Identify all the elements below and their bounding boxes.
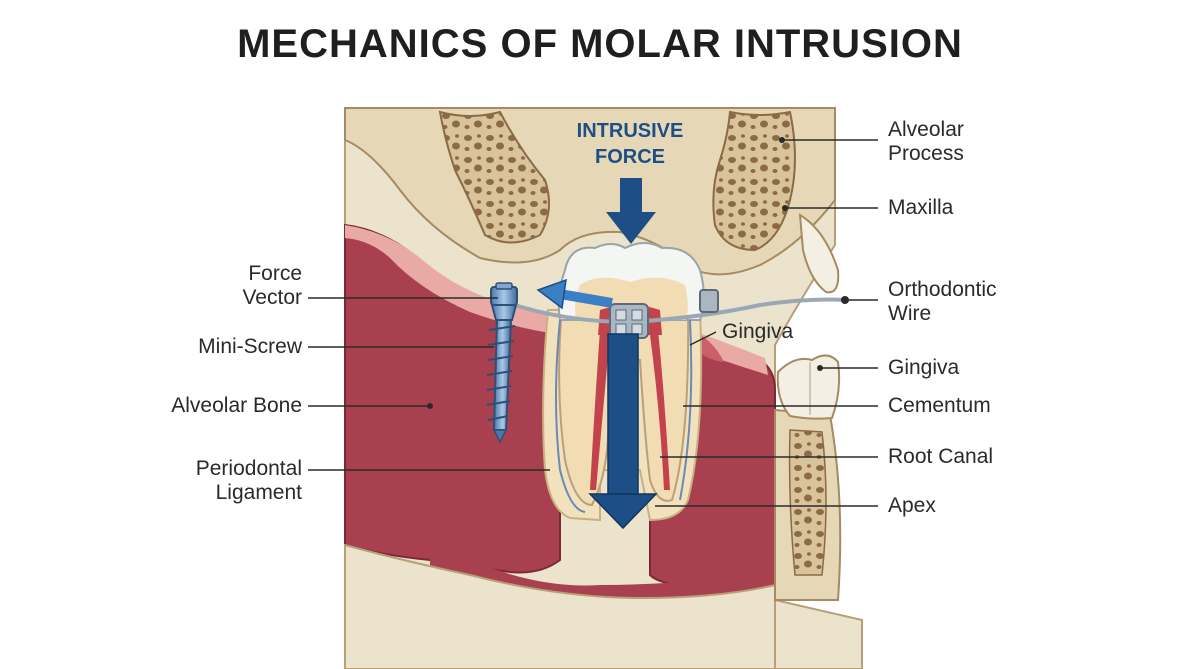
lower-incisors [776,354,841,420]
label-gingiva: Gingiva [888,356,960,379]
label-alveolar-process-line2: Process [888,142,964,165]
label-apex: Apex [888,494,936,517]
label-force-vector: Force Vector [180,262,302,310]
label-orthodontic-wire-line1: Orthodontic [888,278,997,301]
root-canal-left [590,330,610,490]
mini-screw-implant [486,282,518,444]
intrusive-force-line2: FORCE [595,146,665,168]
label-alveolar-process-line1: Alveolar [888,118,964,141]
bracket [609,303,649,339]
intrusive-force-line1: INTRUSIVE [576,120,684,142]
label-gingiva-inner: Gingiva [722,320,794,343]
upper-spongy-bone-left [438,110,550,244]
molar-tube [699,289,719,313]
lower-incisor-spongy [788,429,827,576]
label-periodontal-ligament-line2: Ligament [215,481,302,504]
intrusive-force-arrow-top [606,178,656,244]
orthodontic-wire-line [499,297,846,325]
ligament-blue-left [555,319,586,513]
root-canal-right [650,330,670,490]
label-cementum: Cementum [888,394,991,417]
leader-lines-left [308,297,550,471]
label-orthodontic-wire-line2: Wire [888,302,932,325]
label-alveolar-bone: Alveolar Bone [171,394,302,417]
diagram-title: MECHANICS OF MOLAR INTRUSION [237,22,963,66]
ligament-blue-right [679,319,693,501]
label-periodontal-ligament-line1: Periodontal [195,457,302,480]
label-root-canal: Root Canal [888,445,994,468]
leader-lines-right [655,137,878,507]
label-maxilla: Maxilla [888,196,954,219]
force-vector-arrow [536,278,613,310]
lower-cortical-bone [344,543,776,669]
label-force-vector-line1: Force [248,262,302,285]
intrusive-force-arrow-long [588,333,658,530]
intrusive-force-label: INTRUSIVE FORCE [540,118,720,170]
label-mini-screw: Mini-Screw [198,335,302,358]
upper-spongy-bone-right [712,110,796,252]
label-periodontal-ligament: Periodontal Ligament [140,457,302,505]
label-alveolar-process: Alveolar Process [888,118,964,166]
upper-incisor [798,213,840,294]
label-force-vector-line2: Vector [242,286,302,309]
label-orthodontic-wire: Orthodontic Wire [888,278,997,326]
